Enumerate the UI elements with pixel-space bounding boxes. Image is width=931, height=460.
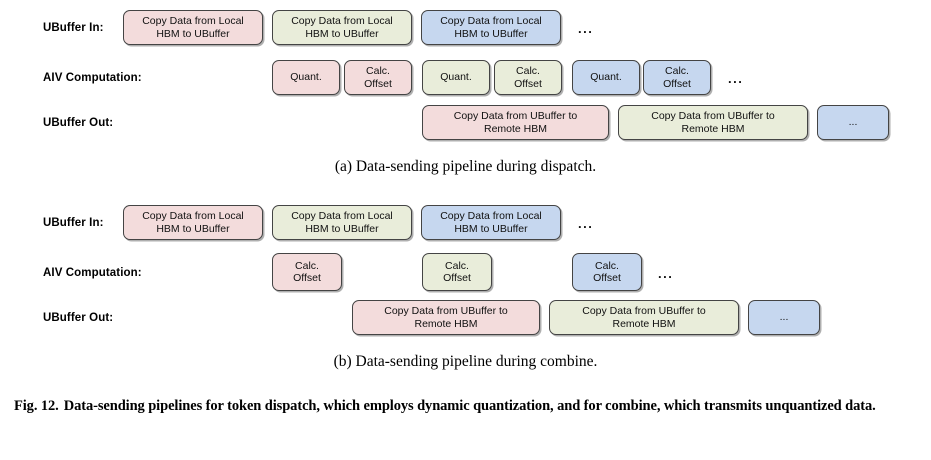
row-label-ubuffer-out: UBuffer Out: [43, 312, 114, 324]
box-line-1: Calc. [295, 259, 319, 272]
box-line-1: Copy Data from Local [440, 210, 542, 222]
box-line-2: Remote HBM [681, 122, 745, 135]
box-ubuffer-in-copy-local-1: Copy Data from Local HBM to UBuffer [123, 10, 263, 45]
box-aiv-calc-offset-1: Calc. Offset [344, 60, 412, 95]
box-ubuffer-in-copy-local-3: Copy Data from Local HBM to UBuffer [421, 205, 561, 240]
box-line-2: Offset [514, 77, 542, 90]
box-ubuffer-out-copy-remote-2: Copy Data from UBuffer to Remote HBM [549, 300, 739, 335]
box-line-1: Calc. [445, 259, 469, 272]
box-ubuffer-out-copy-remote-1: Copy Data from UBuffer to Remote HBM [352, 300, 540, 335]
figure-caption-text: Data-sending pipelines for token dispatc… [63, 398, 876, 414]
ellipsis-ubuffer-in: ... [578, 21, 594, 36]
box-line-1: Copy Data from Local [291, 15, 393, 27]
ellipsis-ubuffer-in: ... [578, 216, 594, 231]
box-aiv-quant-2: Quant. [422, 60, 490, 95]
box-line-1: Copy Data from Local [440, 15, 542, 27]
box-line-1: Calc. [366, 65, 390, 77]
box-line-2: HBM to UBuffer [305, 27, 379, 40]
box-line-1: Copy Data from Local [142, 15, 244, 27]
box-line-2: Offset [663, 77, 691, 90]
box-line-1: Quant. [440, 71, 472, 84]
box-line-1: Quant. [590, 71, 622, 84]
box-aiv-calc-offset-3: Calc. Offset [572, 253, 642, 291]
box-line-1: Copy Data from UBuffer to [384, 305, 508, 317]
box-line-2: Offset [443, 272, 471, 284]
box-line-1: Quant. [290, 71, 322, 84]
subcaption-a: (a) Data-sending pipeline during dispatc… [334, 158, 597, 175]
box-line-2: Remote HBM [414, 317, 478, 330]
row-label-aiv-computation: AIV Computation: [43, 72, 142, 84]
box-line-2: HBM to UBuffer [454, 27, 528, 40]
box-aiv-quant-1: Quant. [272, 60, 340, 95]
box-line-1: ... [848, 116, 858, 129]
ellipsis-aiv-computation: ... [658, 266, 674, 281]
row-label-ubuffer-out: UBuffer Out: [43, 117, 114, 129]
box-ubuffer-in-copy-local-1: Copy Data from Local HBM to UBuffer [123, 205, 263, 240]
box-aiv-calc-offset-2: Calc. Offset [494, 60, 562, 95]
box-line-2: Offset [293, 272, 321, 284]
box-aiv-quant-3: Quant. [572, 60, 640, 95]
ellipsis-aiv-computation: ... [728, 71, 744, 86]
box-line-2: HBM to UBuffer [156, 222, 230, 235]
box-ubuffer-in-copy-local-2: Copy Data from Local HBM to UBuffer [272, 10, 412, 45]
figure-caption-label: Fig. 12. [14, 398, 59, 414]
box-line-2: Offset [364, 77, 392, 90]
row-label-ubuffer-in: UBuffer In: [43, 217, 104, 229]
box-aiv-calc-offset-2: Calc. Offset [422, 253, 492, 291]
box-ubuffer-in-copy-local-2: Copy Data from Local HBM to UBuffer [272, 205, 412, 240]
box-line-2: Offset [593, 272, 621, 284]
box-line-2: Remote HBM [483, 122, 547, 135]
box-line-2: HBM to UBuffer [156, 27, 230, 40]
box-line-2: HBM to UBuffer [454, 222, 528, 235]
box-aiv-calc-offset-1: Calc. Offset [272, 253, 342, 291]
box-aiv-calc-offset-3: Calc. Offset [643, 60, 711, 95]
box-ubuffer-out-copy-remote-1: Copy Data from UBuffer to Remote HBM [422, 105, 609, 140]
box-line-2: Remote HBM [612, 317, 676, 330]
box-line-1: Copy Data from Local [291, 210, 393, 222]
box-line-1: Copy Data from UBuffer to [453, 110, 578, 122]
box-ubuffer-out-copy-remote-2: Copy Data from UBuffer to Remote HBM [618, 105, 808, 140]
box-line-1: Copy Data from UBuffer to [582, 305, 706, 317]
box-line-1: Calc. [516, 65, 540, 77]
box-ubuffer-out-ellipsis: ... [748, 300, 820, 335]
box-line-2: HBM to UBuffer [305, 222, 379, 235]
box-line-1: Calc. [595, 259, 619, 272]
pipeline-diagram-combine: UBuffer In: Copy Data from Local HBM to … [0, 195, 931, 345]
box-line-1: Copy Data from Local [142, 210, 244, 222]
row-label-ubuffer-in: UBuffer In: [43, 22, 104, 34]
box-line-1: Copy Data from UBuffer to [651, 110, 775, 122]
figure-caption: Fig. 12.Data-sending pipelines for token… [14, 396, 919, 417]
box-ubuffer-out-ellipsis: ... [817, 105, 889, 140]
box-ubuffer-in-copy-local-3: Copy Data from Local HBM to UBuffer [421, 10, 561, 45]
box-line-1: ... [779, 311, 789, 324]
box-line-1: Calc. [665, 65, 689, 77]
pipeline-diagram-dispatch: UBuffer In: Copy Data from Local HBM to … [0, 0, 931, 150]
row-label-aiv-computation: AIV Computation: [43, 267, 142, 279]
subcaption-b: (b) Data-sending pipeline during combine… [333, 353, 598, 370]
